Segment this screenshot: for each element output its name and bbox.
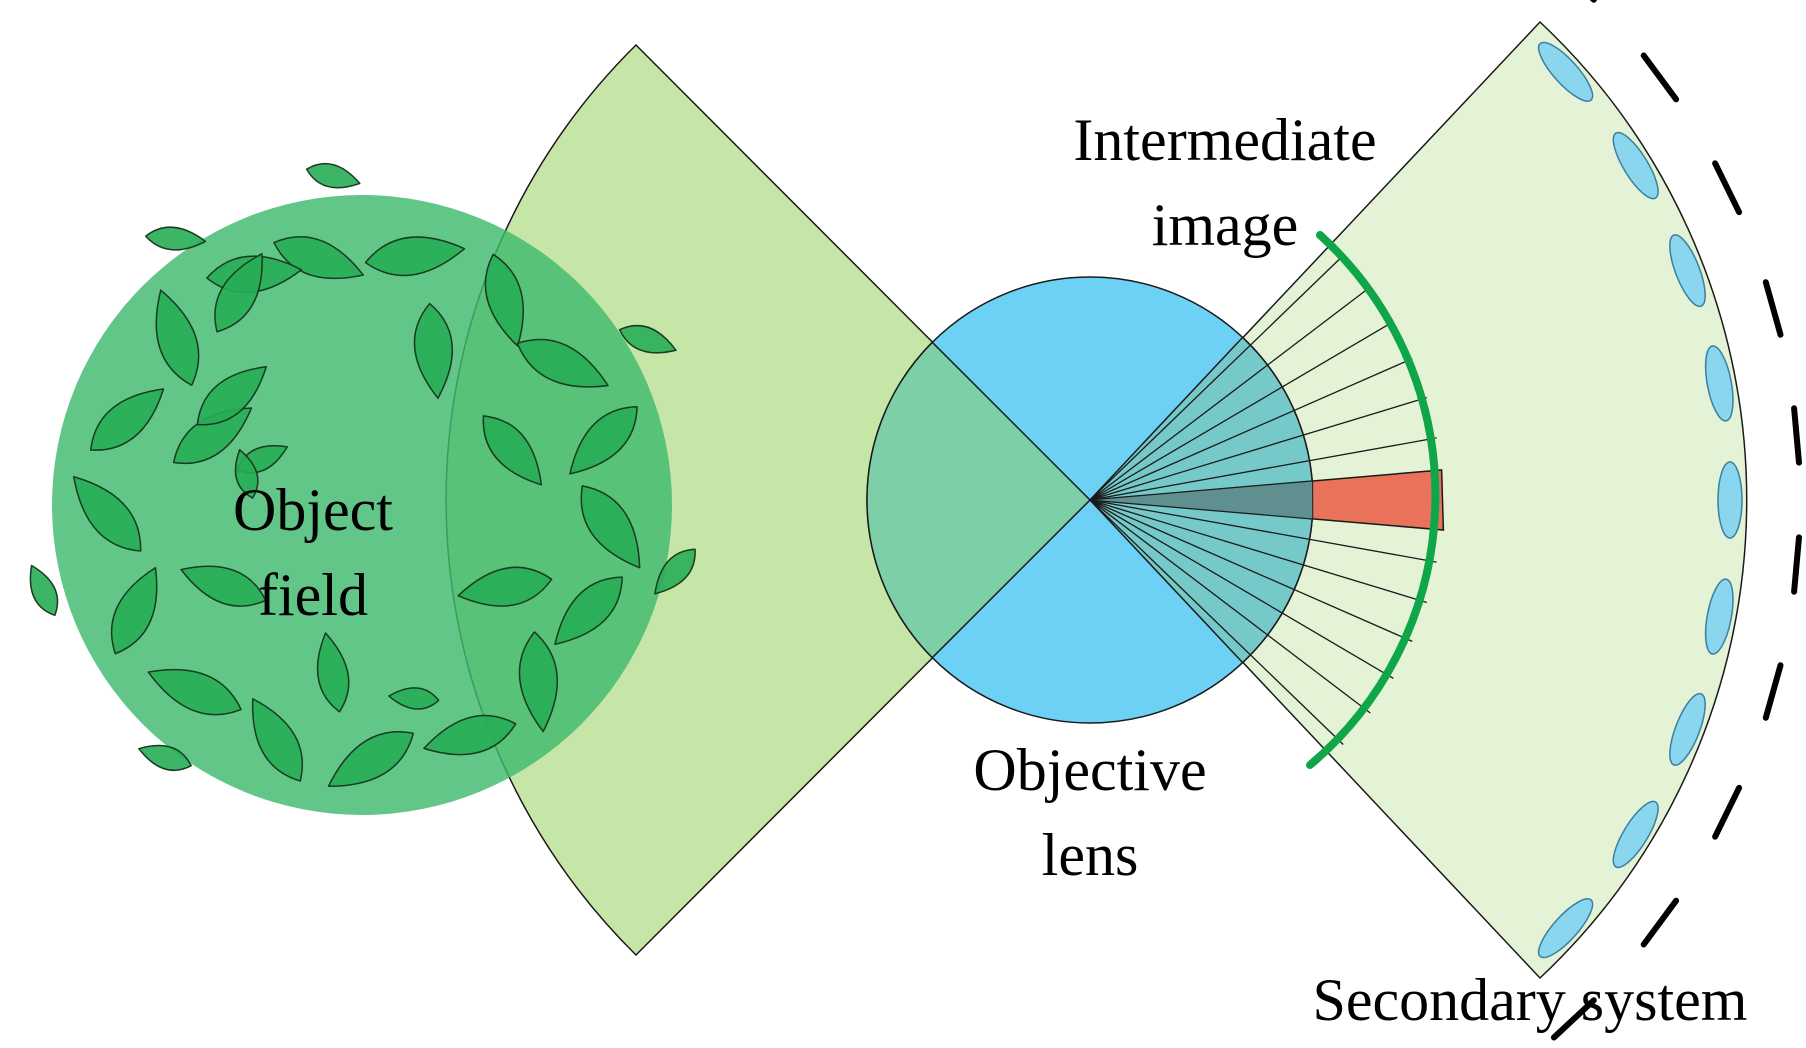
object-field-disk bbox=[52, 195, 672, 815]
leaf-shape bbox=[580, 485, 641, 569]
detector-dash bbox=[1712, 784, 1743, 840]
object-field-leaves bbox=[29, 162, 696, 788]
object-field-label-line2: field bbox=[258, 562, 368, 628]
detector-dash bbox=[1550, 997, 1597, 1041]
leaf-shape bbox=[316, 632, 350, 713]
leaf-shape bbox=[196, 366, 268, 426]
leaf-shape bbox=[29, 564, 59, 617]
objective-lens-label-line1: Objective bbox=[973, 737, 1206, 803]
lenslet bbox=[1537, 41, 1594, 102]
detector-dash bbox=[1712, 160, 1743, 216]
fan-ray bbox=[1089, 358, 1413, 501]
leaf-shape bbox=[423, 714, 517, 756]
leaf-shape bbox=[214, 253, 263, 333]
leaf-shape bbox=[234, 449, 259, 499]
leaf-shape bbox=[654, 548, 696, 595]
fan-ray bbox=[1089, 437, 1437, 501]
leaf-shape bbox=[172, 407, 253, 465]
leaf-shape bbox=[457, 566, 553, 607]
leaf-shape bbox=[569, 405, 638, 475]
fan-ray bbox=[1089, 499, 1437, 563]
objective-lens-label-line2: lens bbox=[1042, 822, 1139, 888]
leaf-shape bbox=[413, 302, 454, 399]
fan-ray bbox=[1089, 499, 1344, 745]
secondary-lenslet-array bbox=[1537, 41, 1743, 959]
intermediate-image-arc bbox=[1306, 231, 1440, 769]
leaf-shape bbox=[72, 475, 142, 552]
leaf-shape bbox=[327, 731, 415, 788]
lenslet bbox=[1612, 131, 1659, 200]
fan-ray bbox=[1089, 499, 1427, 604]
leaf-shape bbox=[482, 415, 543, 486]
detector-dash bbox=[1640, 897, 1680, 948]
leaf-shape bbox=[251, 698, 304, 782]
lenslet bbox=[1669, 234, 1706, 308]
detector-dash bbox=[1762, 662, 1784, 721]
highlighted-wedge-inner bbox=[1089, 480, 1314, 520]
leaf-shape bbox=[180, 565, 267, 607]
lenslet bbox=[1704, 345, 1734, 422]
detector-dash bbox=[1762, 279, 1784, 338]
detector-dash bbox=[1791, 534, 1802, 595]
leaf-shape bbox=[147, 668, 242, 716]
leaf-shape bbox=[155, 289, 200, 387]
lens-cone-overlap-left bbox=[866, 341, 1092, 659]
detector-dashes bbox=[1550, 0, 1802, 1041]
secondary-system-label: Secondary system bbox=[1313, 967, 1748, 1033]
leaf-shape bbox=[516, 338, 609, 388]
leaf-shape bbox=[388, 687, 440, 710]
intermediate-image-label-line2: image bbox=[1152, 192, 1299, 258]
leaf-shape bbox=[89, 388, 165, 451]
detector-dash bbox=[1640, 52, 1680, 103]
leaf-shape bbox=[144, 226, 207, 251]
fan-ray bbox=[1089, 286, 1371, 501]
fan-ray bbox=[1089, 396, 1427, 501]
fan-ray bbox=[1089, 499, 1413, 642]
fan-ray bbox=[1089, 499, 1371, 714]
leaf-shape bbox=[364, 236, 466, 277]
lenslet bbox=[1704, 578, 1734, 655]
leaf-shape bbox=[138, 744, 192, 772]
lenslet bbox=[1717, 461, 1743, 539]
fan-ray bbox=[1089, 499, 1394, 679]
leaf-shape bbox=[518, 631, 559, 733]
leaf-shape bbox=[110, 566, 158, 655]
leaf-shape bbox=[554, 576, 623, 646]
leaf-shape bbox=[618, 324, 677, 354]
fan-ray bbox=[1089, 255, 1344, 501]
lenslet bbox=[1537, 898, 1594, 959]
leaf-shape bbox=[484, 253, 524, 347]
object-field-label-line1: Object bbox=[233, 477, 393, 543]
leaf-shape bbox=[305, 162, 361, 189]
fan-ray bbox=[1089, 321, 1394, 501]
lenslet bbox=[1669, 692, 1706, 766]
intermediate-image-label-line1: Intermediate bbox=[1073, 107, 1376, 173]
lenslet bbox=[1612, 800, 1659, 869]
detector-dash bbox=[1791, 405, 1802, 466]
